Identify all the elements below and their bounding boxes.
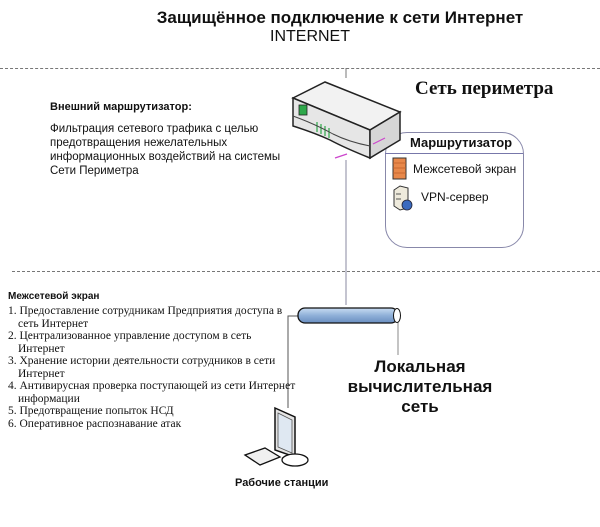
page-title: Защищённое подключение к сети Интернет <box>156 8 524 27</box>
firewall-icon <box>392 157 407 180</box>
lan-bus-icon <box>297 307 401 324</box>
page-subtitle: INTERNET <box>270 28 350 45</box>
perimeter-boundary-divider <box>12 271 600 272</box>
router-device-icon <box>291 81 402 160</box>
list-item: 1. Предоставление сотрудникам Предприяти… <box>8 305 283 330</box>
list-item: 4. Антивирусная проверка поступающей из … <box>8 380 296 405</box>
external-router-description: Фильтрация сетевого трафика с целью пред… <box>50 123 281 177</box>
lan-label-line1: Локальная <box>374 357 466 376</box>
list-item: 6. Оперативное распознавание атак <box>8 417 182 430</box>
workstations-label: Рабочие станции <box>235 477 329 489</box>
firewall-functions-heading: Межсетевой экран <box>8 291 100 302</box>
list-item: 3. Хранение истории деятельности сотрудн… <box>8 355 276 380</box>
lan-label: Локальная вычислительная сеть <box>330 357 510 417</box>
internet-boundary-divider <box>0 68 600 69</box>
lan-to-workstation-line <box>287 315 299 408</box>
external-router-heading: Внешний маршрутизатор: <box>50 101 192 113</box>
workstation-icon <box>243 406 309 467</box>
router-box-item-vpn: VPN-сервер <box>421 190 489 204</box>
list-item: 2. Централизованное управление доступом … <box>8 330 252 355</box>
perimeter-title: Сеть периметра <box>415 78 554 99</box>
router-box-title: Маршрутизатор <box>410 135 513 150</box>
server-icon <box>393 185 413 211</box>
list-item: 5. Предотвращение попыток НСД <box>8 405 174 417</box>
router-box-divider <box>385 153 523 154</box>
firewall-functions-list: 1. Предоставление сотрудникам Предприяти… <box>8 305 298 430</box>
lan-label-line2: вычислительная сеть <box>347 377 493 416</box>
router-box-item-firewall: Межсетевой экран <box>413 162 517 176</box>
